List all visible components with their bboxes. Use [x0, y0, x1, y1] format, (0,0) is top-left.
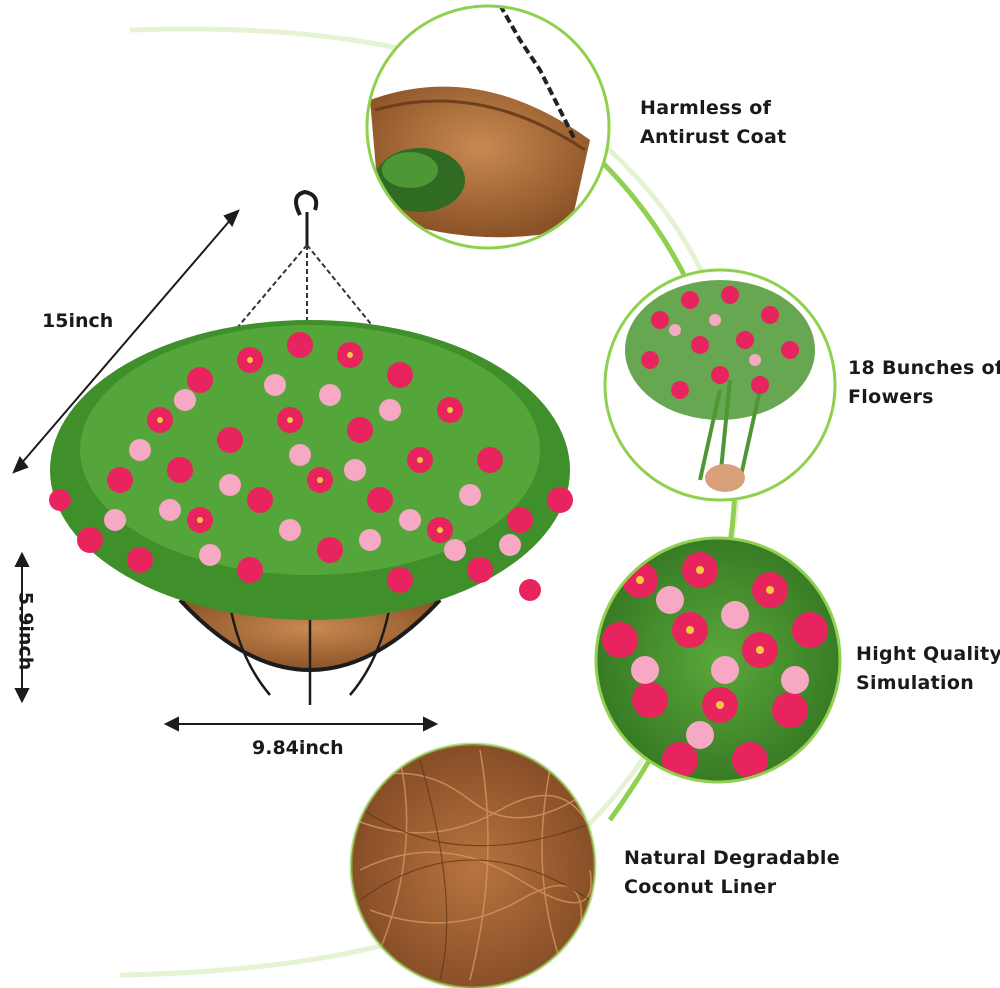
hanging-basket-main — [49, 189, 573, 705]
basket-chain-photo — [367, 6, 609, 248]
feature-label-bunches: 18 Bunches of Flowers — [848, 354, 1000, 412]
flower-bunch-photo — [605, 270, 835, 500]
feature-label-line2: Flowers — [848, 386, 934, 408]
dimension-arrows — [12, 209, 439, 732]
feature-label-line1: Harmless of — [640, 97, 772, 119]
feature-label-line1: Natural Degradable — [624, 847, 840, 869]
basket-width-dimension-label: 9.84inch — [252, 737, 344, 759]
coconut-fiber-photo — [351, 744, 595, 988]
feature-label-antirust: Harmless of Antirust Coat — [640, 94, 787, 152]
diameter-dimension-label: 15inch — [42, 310, 114, 332]
flower-closeup-photo — [596, 538, 840, 782]
feature-label-line2: Antirust Coat — [640, 126, 787, 148]
feature-label-coconut-liner: Natural Degradable Coconut Liner — [624, 844, 840, 902]
feature-label-line2: Simulation — [856, 672, 975, 694]
height-dimension-label: 5.9inch — [14, 591, 37, 671]
feature-label-line1: 18 Bunches of — [848, 357, 1000, 379]
feature-label-line2: Coconut Liner — [624, 876, 777, 898]
feature-label-line1: Hight Quality — [856, 643, 1000, 665]
feature-label-simulation: Hight Quality Simulation — [856, 640, 1000, 698]
